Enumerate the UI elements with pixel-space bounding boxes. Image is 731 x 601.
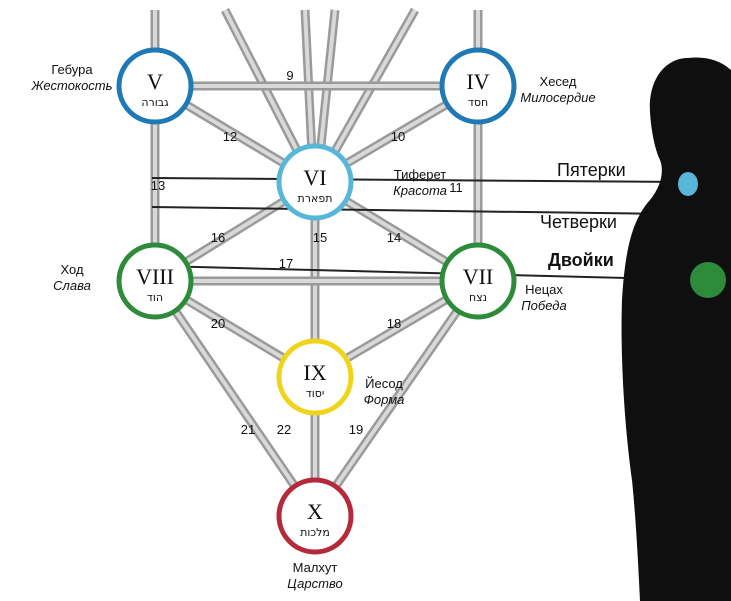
sephira-circle-netzach <box>439 242 517 320</box>
sephira-netzach: VII נצח <box>439 242 517 320</box>
sephira-circle-yesod <box>276 338 354 416</box>
sephira-meaning-hod: Слава <box>53 278 91 293</box>
sephira-tiferet: VI תפארת <box>276 143 354 221</box>
sephira-meaning-gevurah: Жестокость <box>31 78 113 93</box>
path-numbers: 9 12 10 13 11 16 15 14 17 20 18 21 22 19 <box>151 68 463 437</box>
sephira-numeral-gevurah: V <box>147 69 163 94</box>
sephira-gevurah: V גבורה <box>116 47 194 125</box>
level-labels: Пятерки Четверки Двойки <box>540 160 626 270</box>
path-21-core <box>153 279 317 518</box>
sephira-name-hod: Ход <box>60 262 83 277</box>
path-number-10: 10 <box>391 129 405 144</box>
sephira-name-yesod: Йесод <box>365 376 403 391</box>
body-silhouette <box>621 57 731 601</box>
throat-chakra-dot <box>678 172 698 196</box>
sephira-circle-chesed <box>439 47 517 125</box>
path-19-core <box>313 279 480 518</box>
sephira-meaning-netzach: Победа <box>521 298 566 313</box>
sephira-meaning-tiferet: Красота <box>393 183 447 198</box>
path-number-15: 15 <box>313 230 327 245</box>
level-line-fours <box>151 206 671 215</box>
sephira-numeral-yesod: IX <box>303 360 326 385</box>
sephira-name-gevurah: Гебура <box>51 62 93 77</box>
path-number-19: 19 <box>349 422 363 437</box>
sephira-circle-gevurah <box>116 47 194 125</box>
level-label-twos: Двойки <box>548 250 614 270</box>
path-number-13: 13 <box>151 178 165 193</box>
sephira-name-tiferet: Тиферет <box>394 167 447 182</box>
path-number-22: 22 <box>277 422 291 437</box>
path-number-14: 14 <box>387 230 401 245</box>
sephira-hebrew-netzach: נצח <box>469 291 487 304</box>
sephirot-nodes: V גבורה IV חסד VI תפארת VIII הוד VII נצח IX יסוד X מל… <box>116 47 517 555</box>
sephira-circle-hod <box>116 242 194 320</box>
level-line-twos <box>157 265 706 281</box>
sephira-numeral-netzach: VII <box>463 264 494 289</box>
level-lines <box>151 177 706 281</box>
sephira-hebrew-tiferet: תפארת <box>298 192 333 205</box>
path-number-9: 9 <box>286 68 293 83</box>
path-number-11: 11 <box>449 180 463 195</box>
sephira-hebrew-gevurah: גבורה <box>141 96 169 109</box>
sephira-hebrew-hod: הוד <box>147 291 163 304</box>
sephira-name-netzach: Нецах <box>525 282 563 297</box>
sephira-name-malkuth: Малхут <box>293 560 338 575</box>
path-number-20: 20 <box>211 316 225 331</box>
sephira-hebrew-yesod: יסוד <box>306 387 325 400</box>
sephira-hod: VIII הוד <box>116 242 194 320</box>
sephira-numeral-chesed: IV <box>466 69 489 94</box>
path-number-12: 12 <box>223 129 237 144</box>
sephira-circle-malkuth <box>276 477 354 555</box>
sephira-chesed: IV חסד <box>439 47 517 125</box>
path-number-18: 18 <box>387 316 401 331</box>
sephira-numeral-tiferet: VI <box>303 165 326 190</box>
sephira-numeral-malkuth: X <box>307 499 323 524</box>
heart-chakra-dot <box>690 262 726 298</box>
level-label-fives: Пятерки <box>557 160 626 180</box>
sephira-meaning-chesed: Милосердие <box>520 90 595 105</box>
sephira-hebrew-malkuth: מלכות <box>300 526 330 539</box>
sephira-meaning-yesod: Форма <box>364 392 405 407</box>
sephira-malkuth: X מלכות <box>276 477 354 555</box>
sephira-yesod: IX יסוד <box>276 338 354 416</box>
sephira-name-chesed: Хесед <box>540 74 577 89</box>
sephira-meaning-malkuth: Царство <box>287 576 342 591</box>
level-label-fours: Четверки <box>540 212 617 232</box>
path-number-17: 17 <box>279 256 293 271</box>
sephira-hebrew-chesed: חסד <box>468 96 488 109</box>
path-number-21: 21 <box>241 422 255 437</box>
path-number-16: 16 <box>211 230 225 245</box>
sephira-numeral-hod: VIII <box>136 264 174 289</box>
human-silhouette <box>621 57 731 601</box>
sephira-circle-tiferet <box>276 143 354 221</box>
level-line-fives <box>151 177 681 183</box>
